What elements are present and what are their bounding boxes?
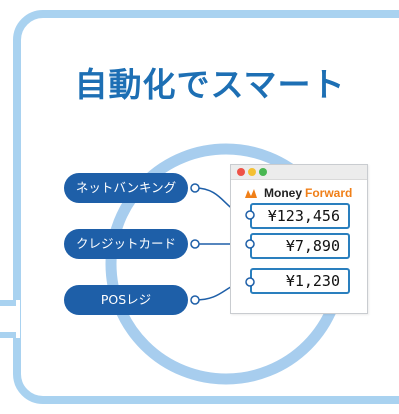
brand-name-money: Money: [264, 186, 303, 200]
connector-node-left-1: [190, 183, 200, 193]
connector-node-right-2: [245, 239, 255, 249]
page-title: 自動化でスマート: [74, 65, 346, 104]
source-pill-netbanking: ネットバンキング: [64, 173, 188, 203]
connector-node-left-3: [190, 295, 200, 305]
source-pill-creditcard: クレジットカード: [64, 229, 188, 259]
frame-connector-bottom: [0, 332, 16, 338]
window-maximize-dot: [259, 168, 267, 176]
window-titlebar: [231, 165, 367, 180]
window-close-dot: [237, 168, 245, 176]
brand-logo-icon: [245, 189, 257, 198]
connector-node-left-2: [190, 239, 200, 249]
frame-connector-top: [0, 300, 16, 306]
brand-logo: Money Forward: [243, 185, 352, 201]
brand-name-forward: Forward: [305, 186, 353, 200]
frame-notch: [0, 300, 20, 338]
connector-node-right-1: [245, 210, 255, 220]
source-pill-pos: POSレジ: [64, 285, 188, 315]
amount-field-3: ¥1,230: [250, 268, 350, 294]
window-minimize-dot: [248, 168, 256, 176]
connector-node-right-3: [245, 277, 255, 287]
